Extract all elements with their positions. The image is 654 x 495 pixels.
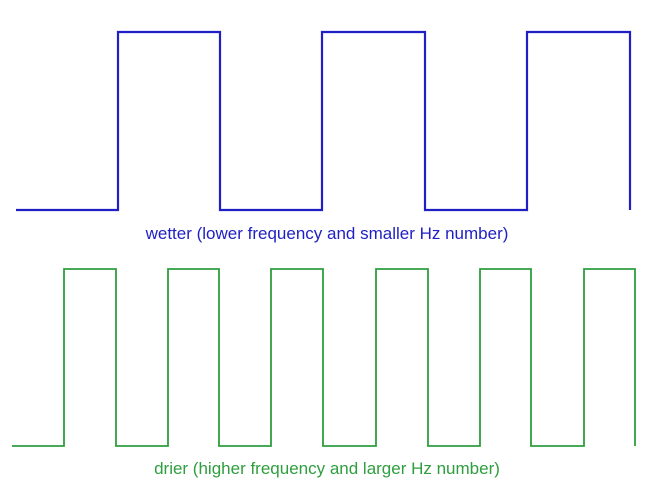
- drier-square-wave: [12, 268, 636, 447]
- wetter-square-wave: [16, 30, 632, 212]
- wetter-caption: wetter (lower frequency and smaller Hz n…: [145, 224, 509, 243]
- drier-caption: drier (higher frequency and larger Hz nu…: [154, 459, 500, 478]
